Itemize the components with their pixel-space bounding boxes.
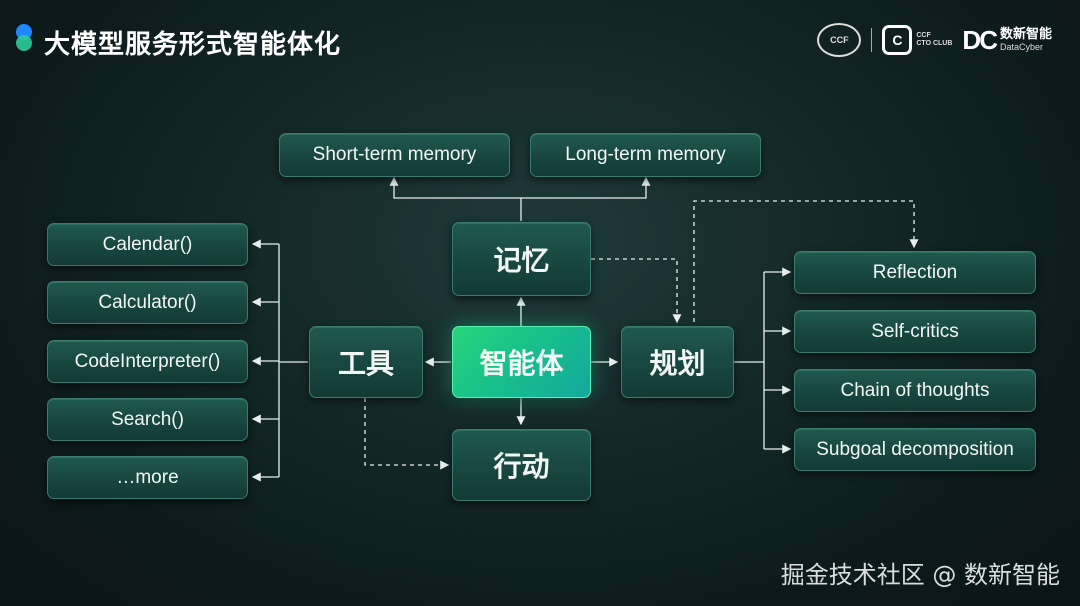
short-term-memory-box: Short-term memory [279,133,510,177]
planning-item-subgoal-decomposition: Subgoal decomposition [794,428,1036,471]
tool-item-search: Search() [47,398,248,441]
tool-item-calculator: Calculator() [47,281,248,324]
memory-node: 记忆 [452,222,591,296]
cto-club-logo: C CCF CTO CLUB [882,25,952,55]
planning-node: 规划 [621,326,734,398]
planning-item-chain-of-thoughts: Chain of thoughts [794,369,1036,412]
watermark: 掘金技术社区 @ 数新智能 [780,561,1060,589]
datacyber-mark: DC [962,24,998,55]
page-title: 大模型服务形式智能体化 [44,30,342,60]
planning-item-reflection: Reflection [794,251,1036,294]
action-node: 行动 [452,429,591,501]
tool-item-calendar: Calendar() [47,223,248,266]
datacyber-text: 数新智能 DataCyber [999,26,1052,52]
planning-item-self-critics: Self-critics [794,310,1036,353]
tool-item-code-interpreter: CodeInterpreter() [47,340,248,383]
ccf-seal-logo: CCF [817,23,862,57]
tools-node: 工具 [309,326,423,398]
title-logo-icon [14,24,36,52]
tool-item-more: …more [47,456,248,499]
agent-node: 智能体 [452,326,591,398]
cto-club-text: CCF CTO CLUB [916,32,953,47]
long-term-memory-box: Long-term memory [530,133,761,177]
cto-club-mark: C [882,25,913,55]
partner-logos: CCF C CCF CTO CLUB DC 数新智能 DataCyber [817,23,1052,57]
logo-divider [871,28,873,52]
datacyber-logo: DC 数新智能 DataCyber [962,25,1052,56]
